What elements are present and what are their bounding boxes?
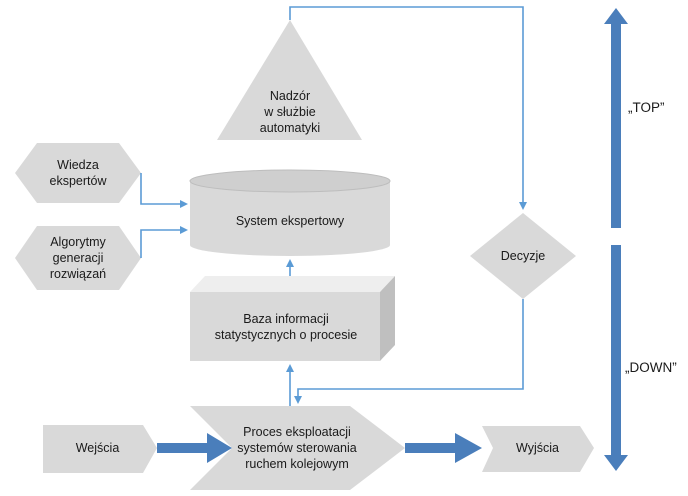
system-label: System ekspertowy — [235, 214, 345, 228]
connector-wiedza-system — [140, 173, 188, 208]
baza-label: Baza informacji statystycznych o procesi… — [214, 312, 358, 342]
nadzor-label: Nadzór w służbie automatyki — [259, 89, 321, 135]
connector-nadzor-decyzje — [289, 6, 527, 210]
system-cylinder — [189, 169, 391, 256]
wejscia-shape — [43, 425, 157, 473]
top-label: „TOP” — [628, 100, 665, 115]
top-vertical-arrow — [604, 8, 628, 228]
nadzor-triangle — [217, 20, 362, 140]
algorytmy-label: Algorytmy generacji rozwiązań — [49, 235, 107, 281]
wejscia-label: Wejścia — [75, 441, 120, 455]
connector-algorytmy-system — [140, 226, 188, 258]
wyjscia-label: Wyjścia — [516, 441, 559, 455]
down-label: „DOWN” — [625, 360, 677, 375]
wyjscia-shape — [482, 426, 594, 472]
input-thick-arrow — [157, 433, 232, 463]
algorytmy-hexagon — [15, 226, 141, 290]
proces-label: Proces eksploatacji systemów sterowania … — [237, 425, 357, 471]
baza-box — [190, 276, 395, 361]
connector-decyzje-proces — [294, 299, 524, 404]
proces-chevron — [190, 406, 405, 490]
wiedza-hexagon — [15, 143, 141, 203]
wiedza-label: Wiedza ekspertów — [49, 158, 107, 188]
down-vertical-arrow — [604, 245, 628, 471]
decyzje-diamond — [470, 213, 576, 299]
decyzje-label: Decyzje — [500, 249, 546, 263]
output-thick-arrow — [405, 433, 482, 463]
